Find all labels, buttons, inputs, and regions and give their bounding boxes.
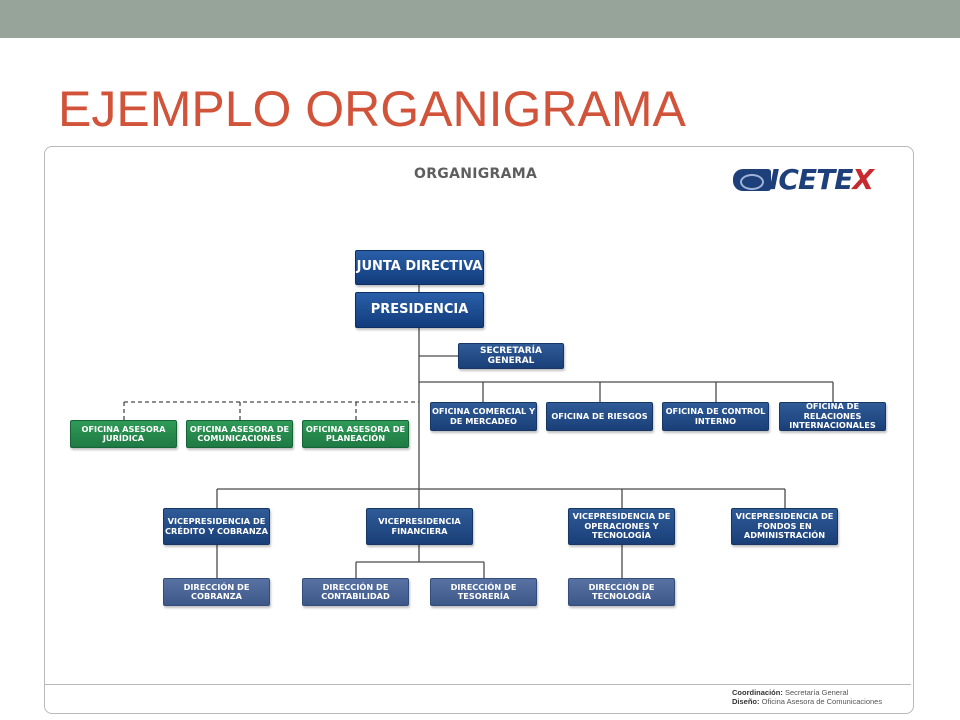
node-secretaria-general: SECRETARÍA GENERAL	[458, 343, 564, 369]
icetex-logo: ICETEX	[733, 163, 881, 196]
logo-wordmark: ICETEX	[769, 163, 874, 196]
logo-globe-icon	[733, 169, 771, 191]
node-vp-operaciones: VICEPRESIDENCIA DE OPERACIONES Y TECNOLO…	[568, 508, 675, 545]
credit-coordinacion-value: Secretaría General	[784, 688, 849, 697]
node-oficina-juridica: OFICINA ASESORA JURÍDICA	[70, 420, 177, 448]
node-oficina-riesgos: OFICINA DE RIESGOS	[546, 402, 653, 431]
credit-diseno-value: Oficina Asesora de Comunicaciones	[761, 697, 883, 707]
top-accent-bar	[0, 0, 960, 38]
node-dir-tecnologia: DIRECCIÓN DE TECNOLOGÍA	[568, 578, 675, 606]
node-dir-tesoreria: DIRECCIÓN DE TESORERÍA	[430, 578, 537, 606]
credit-coordinacion-label: Coordinación:	[732, 688, 783, 697]
footer-divider	[45, 684, 911, 685]
node-dir-contabilidad: DIRECCIÓN DE CONTABILIDAD	[302, 578, 409, 606]
node-vp-financiera: VICEPRESIDENCIA FINANCIERA	[366, 508, 473, 545]
node-oficina-control-interno: OFICINA DE CONTROL INTERNO	[662, 402, 769, 431]
node-oficina-relaciones: OFICINA DE RELACIONES INTERNACIONALES	[779, 402, 886, 431]
node-oficina-comercial: OFICINA COMERCIAL Y DE MERCADEO	[430, 402, 537, 431]
node-dir-cobranza: DIRECCIÓN DE COBRANZA	[163, 578, 270, 606]
node-presidencia: PRESIDENCIA	[355, 292, 484, 328]
credits: Coordinación: Secretaría General Diseño:…	[732, 688, 882, 707]
chart-title: ORGANIGRAMA	[414, 166, 538, 182]
credit-diseno-label: Diseño:	[732, 697, 760, 707]
slide-title: EJEMPLO ORGANIGRAMA	[58, 81, 686, 137]
node-vp-fondos: VICEPRESIDENCIA DE FONDOS EN ADMINISTRAC…	[731, 508, 838, 545]
node-oficina-comunicaciones: OFICINA ASESORA DE COMUNICACIONES	[186, 420, 293, 448]
node-oficina-planeacion: OFICINA ASESORA DE PLANEACIÓN	[302, 420, 409, 448]
node-vp-credito-cobranza: VICEPRESIDENCIA DE CRÉDITO Y COBRANZA	[163, 508, 270, 545]
node-junta-directiva: JUNTA DIRECTIVA	[355, 250, 484, 285]
